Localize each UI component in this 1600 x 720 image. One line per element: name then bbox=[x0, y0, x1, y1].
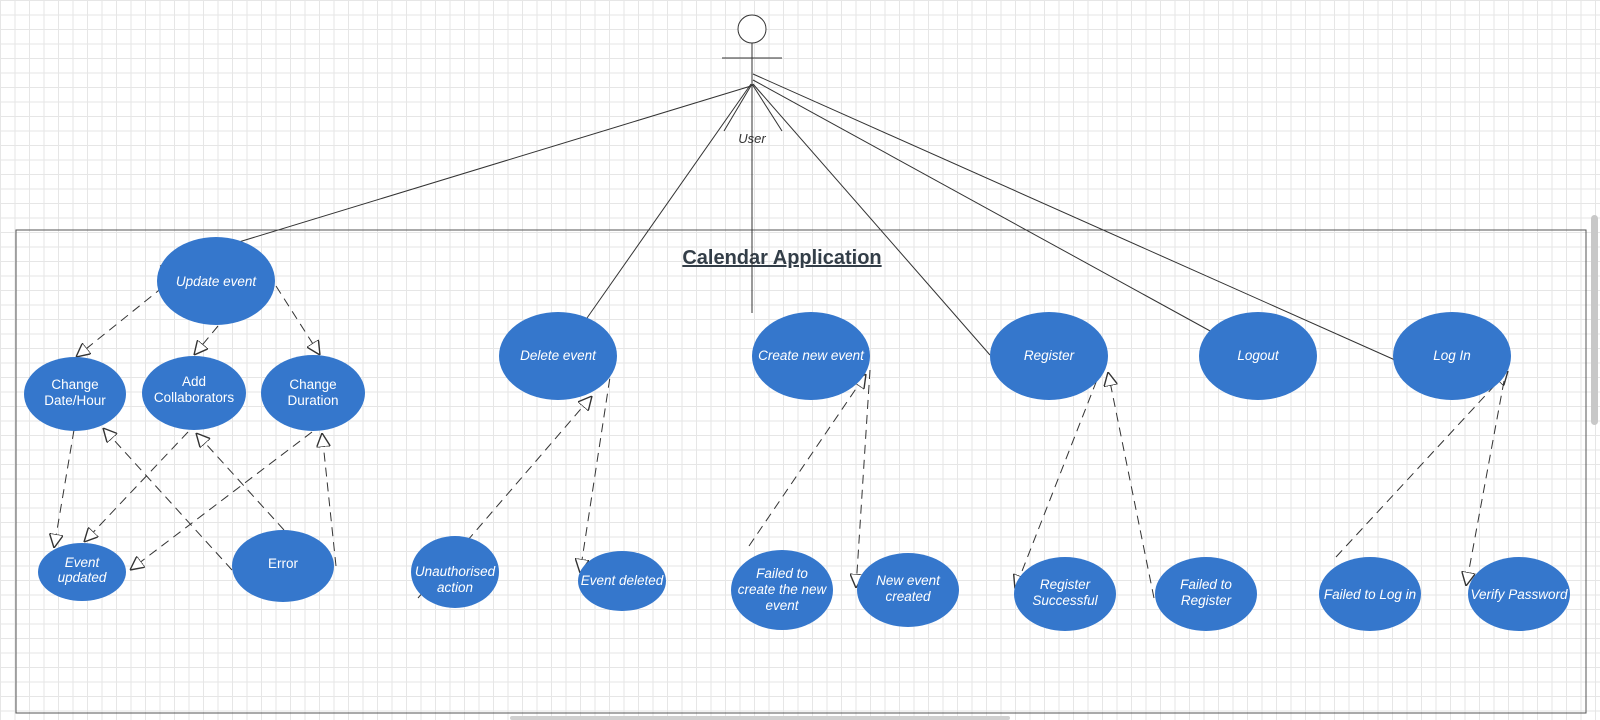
dependency-register-to-register-successful bbox=[1015, 366, 1103, 589]
usecase-create-new-event-label: Create new event bbox=[758, 348, 865, 363]
usecase-update-event[interactable]: Update event bbox=[157, 237, 275, 325]
dependency-failed-register-to-register bbox=[1108, 372, 1155, 599]
usecase-register-label: Register bbox=[1024, 348, 1075, 363]
usecase-add-collaborators-label-2: Collaborators bbox=[154, 390, 235, 405]
usecase-event-deleted-label: Event deleted bbox=[581, 573, 664, 588]
dependencies bbox=[54, 285, 1508, 599]
usecase-log-in-label: Log In bbox=[1433, 348, 1471, 363]
usecase-delete-event-label: Delete event bbox=[520, 348, 597, 363]
usecase-change-duration[interactable]: Change Duration bbox=[261, 355, 365, 431]
dependency-log-in-to-verify-password bbox=[1466, 380, 1505, 586]
dependency-error-to-change-duration bbox=[322, 433, 337, 567]
usecase-register-successful-label-2: Successful bbox=[1032, 593, 1098, 608]
usecase-failed-to-create-label-3: event bbox=[765, 598, 799, 613]
usecase-event-updated-label-2: updated bbox=[58, 570, 107, 585]
usecase-unauthorised-action-label-1: Unauthorised bbox=[415, 564, 496, 579]
usecase-change-duration-label-2: Duration bbox=[287, 393, 338, 408]
usecase-register-successful[interactable]: Register Successful bbox=[1014, 557, 1116, 631]
usecase-add-collaborators[interactable]: Add Collaborators bbox=[142, 356, 246, 430]
usecase-failed-to-register-label-1: Failed to bbox=[1180, 577, 1232, 592]
usecase-new-event-created-label-2: created bbox=[885, 589, 931, 604]
usecase-register[interactable]: Register bbox=[990, 312, 1108, 400]
dependency-error-to-add-collaborators bbox=[196, 433, 285, 531]
usecase-new-event-created-label-1: New event bbox=[876, 573, 941, 588]
usecase-failed-to-log-in[interactable]: Failed to Log in bbox=[1319, 557, 1421, 631]
associations bbox=[159, 73, 1396, 361]
usecase-update-event-label: Update event bbox=[176, 274, 258, 289]
usecase-register-successful-label-1: Register bbox=[1040, 577, 1091, 592]
dependency-failed-create-to-create bbox=[748, 374, 866, 547]
usecase-event-updated[interactable]: Event updated bbox=[38, 543, 126, 601]
usecase-create-new-event[interactable]: Create new event bbox=[752, 312, 870, 400]
dependency-add-collaborators-to-event-updated bbox=[84, 431, 189, 542]
dependency-update-to-change-date bbox=[76, 286, 164, 357]
actor-leg-right bbox=[751, 83, 783, 132]
usecase-unauthorised-action-label-2: action bbox=[437, 580, 473, 595]
usecase-unauthorised-action[interactable]: Unauthorised action bbox=[411, 536, 499, 608]
usecase-logout-label: Logout bbox=[1237, 348, 1280, 363]
usecase-new-event-created[interactable]: New event created bbox=[857, 553, 959, 627]
usecase-failed-to-create[interactable]: Failed to create the new event bbox=[731, 550, 833, 630]
association-update-event bbox=[159, 85, 752, 267]
usecase-failed-to-register-label-2: Register bbox=[1181, 593, 1232, 608]
usecase-failed-to-log-in-label: Failed to Log in bbox=[1324, 587, 1416, 602]
association-logout bbox=[752, 79, 1213, 333]
usecase-failed-to-create-label-1: Failed to bbox=[756, 566, 808, 581]
dependency-create-to-new-event-created bbox=[856, 369, 871, 588]
usecase-error[interactable]: Error bbox=[232, 530, 334, 602]
dependency-error-to-change-date bbox=[103, 428, 233, 571]
dependency-change-duration-to-event-updated bbox=[130, 431, 313, 570]
dependency-change-date-to-event-updated bbox=[54, 429, 75, 548]
horizontal-scrollbar[interactable] bbox=[510, 716, 1010, 720]
usecase-error-label: Error bbox=[268, 556, 299, 571]
dependency-failed-log-in-to-log-in bbox=[1335, 371, 1508, 558]
usecase-event-updated-label-1: Event bbox=[65, 555, 101, 570]
usecase-change-date-hour-label-2: Date/Hour bbox=[44, 393, 106, 408]
actor-label: User bbox=[738, 131, 766, 146]
usecase-failed-to-create-label-2: create the new bbox=[738, 582, 828, 597]
usecase-add-collaborators-label-1: Add bbox=[182, 374, 206, 389]
actor-user[interactable] bbox=[722, 14, 783, 132]
usecase-failed-to-register[interactable]: Failed to Register bbox=[1155, 557, 1257, 631]
dependency-delete-to-event-deleted bbox=[580, 363, 613, 573]
usecase-verify-password-label: Verify Password bbox=[1470, 587, 1568, 602]
dependency-update-to-add-collaborators bbox=[194, 325, 219, 355]
system-title: Calendar Application bbox=[682, 247, 881, 269]
usecase-delete-event[interactable]: Delete event bbox=[499, 312, 617, 400]
usecase-log-in[interactable]: Log In bbox=[1393, 312, 1511, 400]
usecase-change-date-hour-label-1: Change bbox=[51, 377, 98, 392]
vertical-scrollbar[interactable] bbox=[1591, 215, 1598, 425]
usecase-event-deleted[interactable]: Event deleted bbox=[578, 551, 666, 611]
association-log-in bbox=[752, 73, 1396, 361]
association-delete-event bbox=[586, 83, 752, 319]
actor-leg-left bbox=[723, 83, 753, 132]
association-register bbox=[752, 83, 991, 356]
actor-head bbox=[737, 14, 767, 44]
usecase-change-duration-label-1: Change bbox=[289, 377, 336, 392]
system-boundary[interactable] bbox=[15, 229, 1587, 714]
dependency-update-to-change-duration bbox=[275, 285, 320, 355]
usecase-verify-password[interactable]: Verify Password bbox=[1468, 557, 1570, 631]
usecase-change-date-hour[interactable]: Change Date/Hour bbox=[24, 357, 126, 431]
usecase-logout[interactable]: Logout bbox=[1199, 312, 1317, 400]
